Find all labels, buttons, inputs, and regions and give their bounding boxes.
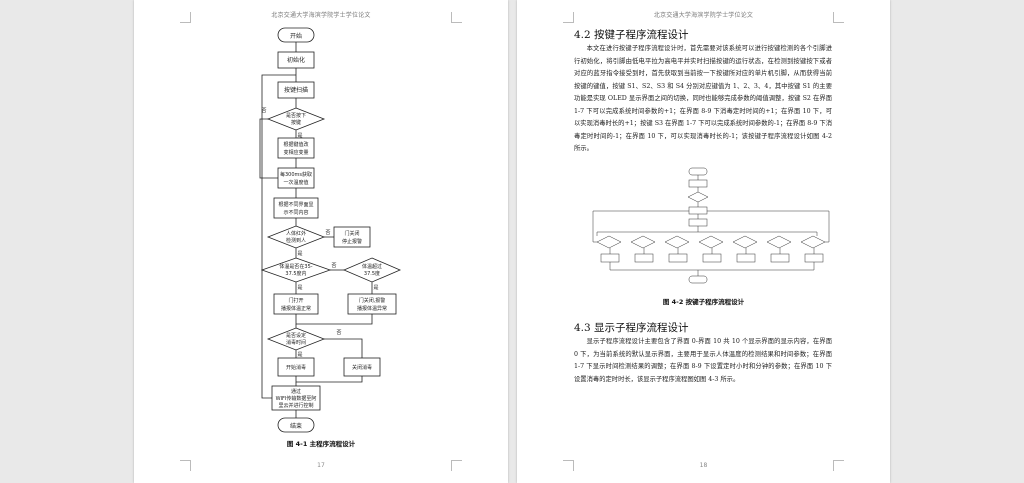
fc-wifi-l3: 里云并进行控制 [278,402,313,409]
crop-mark [451,460,462,471]
fc-change-vars-l1: 根据键值改 [283,141,308,148]
crop-mark [180,12,191,23]
running-header: 北京交通大学海滨学院学士学位论文 [271,12,371,19]
fc-stop-disinfect-label: 关闭消毒 [352,364,372,371]
figure-caption: 图 4-1 主程序流程设计 [286,440,356,448]
fc-open-door-l1: 门打开 [288,297,303,304]
section-4-2-title: 4.2 按键子程序流程设计 [574,29,689,41]
document-page-right: 北京交通大学海滨学院学士学位论文 4.2 按键子程序流程设计 本文在进行按键子程… [517,0,890,483]
fc-disinfect-time-l2: 消毒时间 [286,339,306,346]
figure-caption: 图 4-2 按键子程序流程设计 [662,298,745,306]
section-4-3-title: 4.3 显示子程序流程设计 [574,322,689,334]
fc-close-door-l2: 停止报警 [342,238,362,245]
fc-read-temp-l1: 每300ms获取 [280,171,312,178]
fc-key-scan-label: 按键扫描 [284,86,308,94]
crop-mark [563,460,574,471]
fc-disinfect-time-l1: 是否设定 [286,332,306,339]
fc-close-door-l1: 门关闭 [344,230,359,237]
fc-temp-over [342,257,402,283]
fc-wifi-l2: WIFI传输数据至阿 [276,395,317,402]
fc-display-l1: 根据不同界面显 [278,201,313,208]
page-number: 17 [317,462,325,469]
fc-temp-over-l2: 37.5度 [364,270,380,277]
fc-person-detect [266,225,326,249]
fc-open-door-l2: 播报体温正常 [281,305,311,312]
fc-no-label: 否 [336,330,341,336]
fc-person-detect-l2: 检测到人 [286,237,306,244]
running-header: 北京交通大学海滨学院学士学位论文 [653,12,754,19]
fc-close-door [333,226,371,248]
fc-yes-label: 是 [373,285,378,291]
fc-yes-label: 是 [297,352,302,358]
key-subroutine-flowchart [592,167,830,284]
fc-yes-label: 是 [297,133,302,139]
fc-no-label: 否 [331,263,336,269]
fc-wifi [271,385,321,411]
fc-temp-range-l1: 体温是否在35- [279,263,312,270]
fc-alarm-l2: 播报体温异常 [357,305,387,312]
section-4-2-paragraph: 本文在进行按键子程序流程设计时，首先需要对该系统可以进行按键检测的各个引脚进行初… [574,45,832,152]
fc-temp-range-l2: 37.5度内 [285,270,306,277]
fc-init-label: 初始化 [287,56,305,64]
crop-mark [180,460,191,471]
fc-person-detect-l1: 人体红外 [286,230,306,237]
fc-no-label: 否 [325,230,330,236]
fc-yes-label: 是 [297,285,302,291]
fc-wifi-l1: 通过 [291,388,301,395]
fc-temp-range [260,257,332,283]
fc-disinfect-time [266,327,326,351]
fc-display-l2: 示不同内容 [283,209,308,216]
page-number: 18 [699,462,708,469]
main-flowchart: 开始 初始化 按键扫描 是否按下 按键 否 是 根据键值改 变相应变量 每300… [259,27,402,433]
fc-no-label: 否 [261,108,266,114]
fc-read-temp-l2: 一次温度值 [283,179,308,186]
fc-change-vars-l2: 变相应变量 [283,149,308,156]
crop-mark [451,12,462,23]
fc-yes-label: 是 [297,251,302,257]
fc-start-disinfect-label: 开始消毒 [286,364,306,371]
fc-key-pressed [266,107,326,131]
fc-temp-over-l1: 体温超过 [362,263,382,270]
fc-alarm-l1: 门关闭,报警 [359,297,386,304]
document-page-left: 北京交通大学海滨学院学士学位论文 开始 初始化 按键扫描 是否按下 按键 否 是… [134,0,508,483]
crop-mark [563,12,574,23]
fc-end [277,417,315,433]
fc-key-pressed-l1: 是否按下 [286,112,306,119]
fc-start-label: 开始 [290,32,302,40]
fc-end-label: 结束 [290,422,302,430]
crop-mark [833,12,844,23]
crop-mark [833,460,844,471]
fc-key-pressed-l2: 按键 [291,119,301,126]
section-4-3-paragraph: 显示子程序流程设计主要包含了界面 0-界面 10 共 10 个显示界面的显示内容… [574,338,832,383]
